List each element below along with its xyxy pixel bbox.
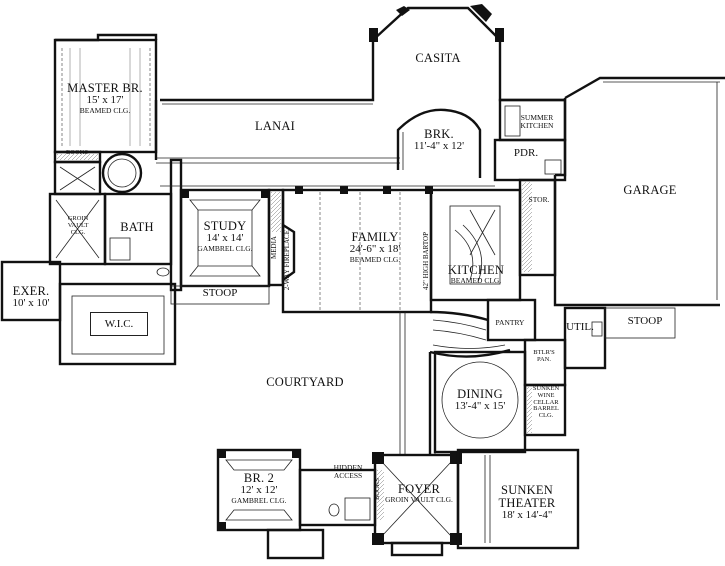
summer-kitchen-label: SUMMER KITCHEN	[512, 114, 562, 130]
btlrs-line2: PAN.	[536, 355, 552, 363]
study-dims: 14' x 14'	[206, 232, 244, 245]
wine-line5: CLG.	[538, 412, 554, 420]
wine-cellar-label: SUNKEN WINE CELLAR BARREL CLG.	[528, 385, 564, 420]
kitchen-note: BEAMED CLG.	[450, 276, 502, 286]
groin-line2: VAULT	[67, 221, 89, 229]
fireplace-label: 2-WAY FIREPLACE	[283, 230, 291, 291]
master-note: BEAMED CLG.	[79, 105, 131, 115]
hidden-access-label: HIDDEN ACCESS	[326, 464, 370, 480]
exer-name: EXER.	[12, 284, 50, 298]
breakfast-label: BRK. 11'-4" x 12'	[404, 127, 474, 153]
bartop-line2: BARTOP	[422, 232, 430, 260]
fireplace-line1: 2-WAY	[283, 269, 291, 291]
hidden-line2: ACCESS	[333, 470, 363, 480]
lanai-walls	[154, 100, 400, 164]
dining-walls	[433, 350, 527, 454]
stoop-left-label: STOOP	[202, 287, 238, 299]
family-label: FAMILY 24'-6" x 18' BEAMED CLG.	[330, 230, 420, 264]
bartop-line1: 42" HIGH	[422, 260, 430, 290]
foyer-name: FOYER	[398, 482, 440, 496]
casita-walls	[160, 4, 565, 105]
brk-dims: 11'-4" x 12'	[413, 140, 465, 153]
kitchen-label: KITCHEN BEAMED CLG.	[445, 263, 507, 286]
wine-line4: BARREL	[533, 405, 559, 413]
study-note: GAMBREL CLG.	[197, 243, 253, 253]
theater-label: SUNKEN THEATER 18' x 14'-4"	[488, 483, 566, 522]
exer-dims: 10' x 10'	[12, 297, 50, 310]
casita-label: CASITA	[415, 51, 461, 65]
storage-label: STOR.	[528, 195, 550, 204]
master-bedroom-label: MASTER BR. 15' x 17' BEAMED CLG.	[60, 81, 150, 115]
master-name: MASTER BR.	[67, 81, 143, 95]
br2-walls	[216, 448, 377, 560]
family-dims: 24'-6" x 18'	[349, 243, 401, 256]
brk-name: BRK.	[424, 127, 454, 141]
br2-note: GAMBREL CLG.	[231, 495, 287, 505]
wine-line2: WINE	[537, 391, 555, 399]
kitchen-name: KITCHEN	[447, 263, 505, 277]
breakfast-walls	[396, 108, 482, 178]
foyer-label: FOYER GROIN VAULT CLG.	[381, 482, 457, 505]
pantry-label: PANTRY	[495, 318, 525, 327]
exercise-wic-walls	[0, 260, 177, 366]
courtyard-label: COURTYARD	[266, 375, 344, 389]
master-dims: 15' x 17'	[86, 94, 124, 107]
garage-label: GARAGE	[623, 183, 677, 197]
exercise-label: EXER. 10' x 10'	[4, 284, 58, 310]
powder-room-label: PDR.	[513, 147, 539, 159]
dining-label: DINING 13'-4" x 15'	[440, 387, 520, 413]
study-name: STUDY	[203, 219, 247, 233]
summer-kitchen-walls	[493, 98, 567, 182]
br2-dims: 12' x 12'	[240, 484, 278, 497]
hidden-line1: HIDDEN	[333, 463, 363, 472]
groin-line1: GROIN	[67, 215, 89, 222]
dining-name: DINING	[457, 387, 503, 401]
btlrs-line1: BTLR'S	[533, 349, 555, 356]
br2-name: BR. 2	[243, 471, 275, 485]
bath-label: BATH	[120, 220, 154, 234]
lanai-label: LANAI	[255, 119, 295, 133]
fireplace-line2: FIREPLACE	[283, 230, 291, 268]
foyer-note: GROIN VAULT CLG.	[385, 495, 453, 505]
family-note: BEAMED CLG.	[349, 254, 401, 264]
pantry-stairs	[429, 298, 537, 358]
groin-line3: CLG.	[70, 228, 86, 236]
summer-line1: SUMMER	[520, 113, 554, 122]
stoop-right-label: STOOP	[627, 315, 663, 327]
br2-label: BR. 2 12' x 12' GAMBREL CLG.	[222, 471, 296, 505]
bartop-label: 42" HIGH BARTOP	[422, 232, 430, 290]
kitchen-walls	[429, 188, 522, 302]
dining-dims: 13'-4" x 15'	[454, 400, 506, 413]
master-bedroom-walls	[53, 33, 158, 154]
summer-line2: KITCHEN	[520, 120, 554, 130]
theater-dims: 18' x 14'-4"	[501, 509, 553, 522]
media-label: MEDIA	[270, 236, 278, 259]
family-name: FAMILY	[351, 230, 399, 244]
wine-line3: CELLAR	[533, 398, 559, 406]
books-top-label: BOOKS	[65, 149, 89, 156]
wic-label: W.I.C.	[90, 312, 148, 336]
wine-line1: SUNKEN	[532, 385, 560, 392]
theater-line2: THEATER	[498, 496, 556, 511]
butler-pantry-label: BTLR'S PAN.	[526, 349, 562, 364]
bath-cluster-walls	[48, 150, 183, 292]
study-label: STUDY 14' x 14' GAMBREL CLG.	[186, 219, 264, 253]
utility-label: UTIL.	[566, 321, 594, 333]
theater-walls	[456, 448, 580, 550]
groin-vault-label: GROIN VAULT CLG.	[56, 215, 100, 236]
utility-walls	[563, 306, 676, 370]
theater-line1: SUNKEN	[501, 483, 553, 497]
